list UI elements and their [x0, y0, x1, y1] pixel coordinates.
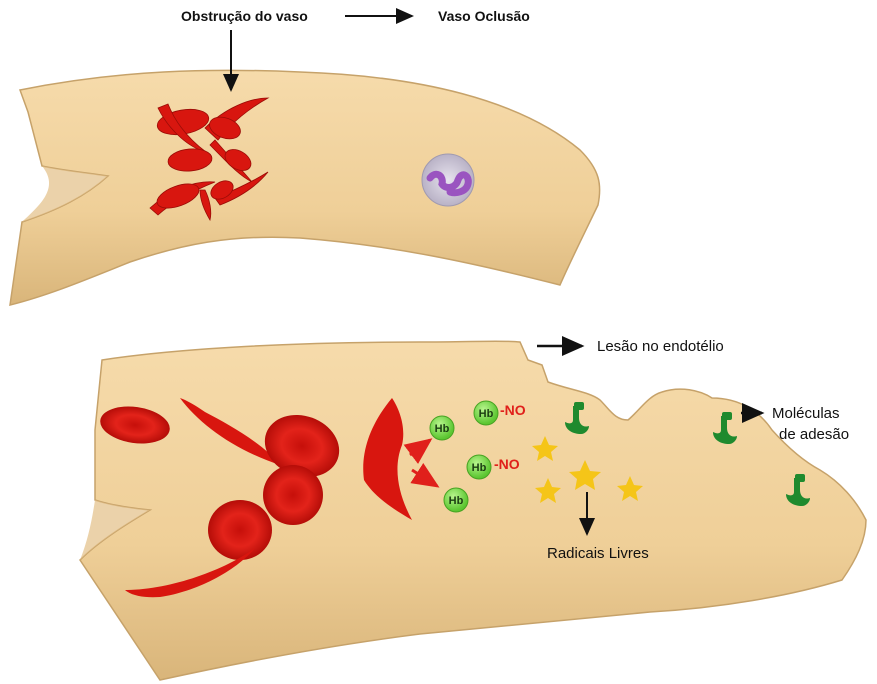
hb-label: Hb [472, 462, 487, 474]
adhesion-label-line2: de adesão [779, 426, 849, 443]
no-label: -NO [500, 402, 526, 418]
obstruction-label: Obstrução do vaso [181, 8, 308, 24]
red-blood-cell [208, 500, 272, 560]
adhesion-label-line1: Moléculas [772, 405, 840, 422]
red-blood-cell [263, 465, 323, 525]
hb-label: Hb [479, 408, 494, 420]
no-label: -NO [494, 456, 520, 472]
occlusion-label: Vaso Oclusão [438, 8, 530, 24]
hb-label: Hb [449, 495, 464, 507]
endothelium-injury-label: Lesão no endotélio [597, 338, 724, 355]
hb-molecule: Hb [430, 416, 454, 440]
top-vessel-wall [10, 70, 600, 305]
leukocyte [422, 154, 474, 206]
hb-label: Hb [435, 423, 450, 435]
bottom-vessel [80, 341, 866, 680]
free-radicals-label: Radicais Livres [547, 545, 649, 562]
bottom-vessel-wall [80, 341, 866, 680]
top-vessel [10, 70, 600, 305]
hb-molecule: Hb [444, 488, 468, 512]
